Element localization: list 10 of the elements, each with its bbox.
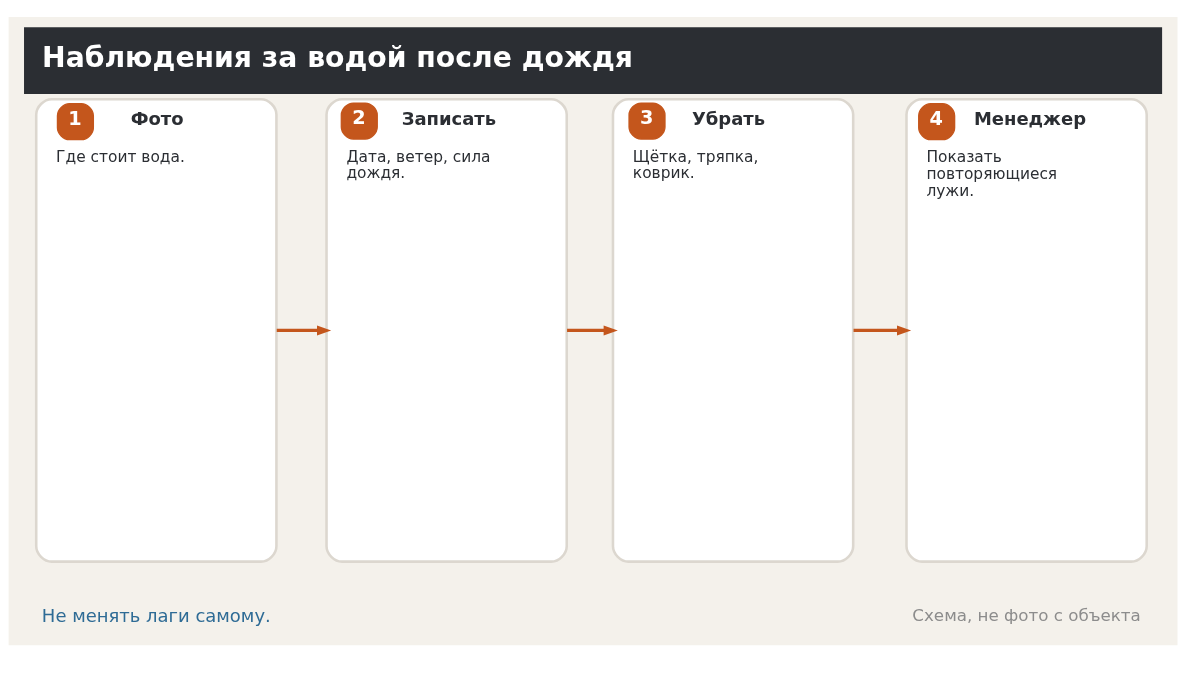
caption: Схема, не фото с объекта <box>912 605 1141 625</box>
node-box: 4 Менеджер Показать повторяющиеся лужи. <box>905 97 1148 563</box>
arrow <box>853 324 912 335</box>
label: Не менять лаги самому. <box>41 604 271 626</box>
node-box: 2 Записать Дата, ветер, сила дождя. <box>325 97 568 563</box>
arrow <box>276 324 332 335</box>
node-box: 3 Убрать Щётка, тряпка, коврик. <box>611 97 855 563</box>
diagram-title: Наблюдения за водой после дождя <box>42 40 633 74</box>
node-box: 1 Фото Где стоит вода. <box>34 97 278 563</box>
arrow <box>567 324 618 335</box>
